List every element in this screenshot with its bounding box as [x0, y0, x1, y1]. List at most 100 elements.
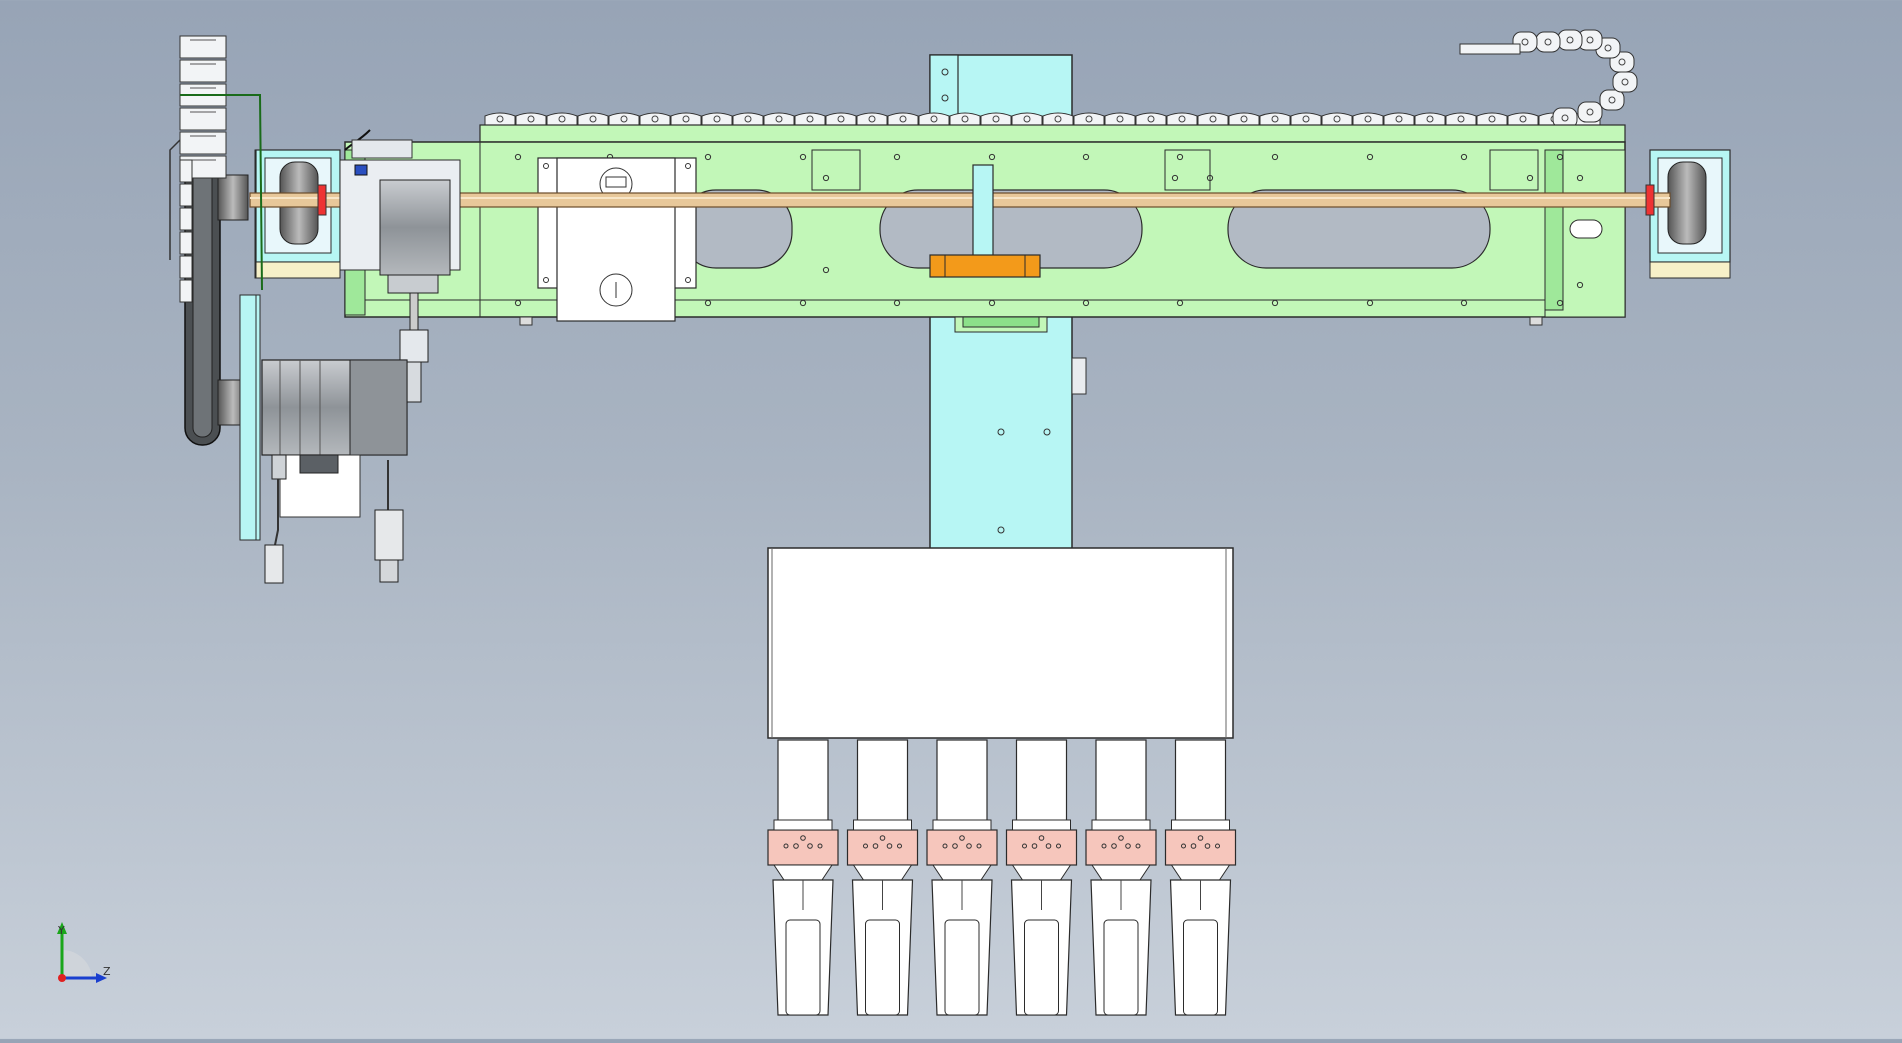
chain-link	[1535, 31, 1561, 53]
chain-link	[1166, 112, 1198, 125]
bolt-hole	[988, 299, 996, 307]
carriage	[929, 164, 1041, 278]
chain-link	[179, 279, 193, 303]
chain-pin	[1333, 115, 1341, 123]
bolt-hole	[822, 174, 830, 182]
chain-pin	[1519, 115, 1527, 123]
chain-link	[918, 112, 950, 125]
suction-nozzle	[926, 739, 998, 1016]
chain-link	[484, 112, 516, 125]
end-block-left	[255, 149, 341, 279]
chain-link	[1577, 101, 1603, 123]
cable-chain-top	[484, 29, 1638, 129]
chain-link	[763, 112, 795, 125]
bolt-hole	[1556, 299, 1564, 307]
chain-pin	[1621, 78, 1629, 86]
chain-link	[179, 131, 227, 155]
bolt-hole	[822, 266, 830, 274]
chain-link	[1197, 112, 1229, 125]
end-block-right	[1649, 149, 1731, 279]
chain-pin	[1544, 38, 1552, 46]
chain-link	[1011, 112, 1043, 125]
bolt-hole	[514, 299, 522, 307]
chain-link	[1476, 112, 1508, 125]
chain-pin	[1023, 115, 1031, 123]
bolt-hole	[1526, 174, 1534, 182]
mount-plate	[537, 157, 697, 322]
chain-bracket	[1459, 43, 1521, 55]
chain-link	[1321, 112, 1353, 125]
nozzle-array	[767, 739, 1237, 1016]
chain-link	[1507, 112, 1539, 125]
chain-link	[949, 112, 981, 125]
chain-pin	[1586, 36, 1594, 44]
z-axis-label: Z	[103, 965, 111, 978]
chain-pin	[1116, 115, 1124, 123]
cable-chain-left	[169, 35, 263, 303]
gear-reducer	[339, 129, 461, 403]
chain-pin	[1054, 115, 1062, 123]
chain-pin	[1178, 115, 1186, 123]
chain-pin	[837, 115, 845, 123]
chain-pin	[1209, 115, 1217, 123]
bolt-hole	[1366, 299, 1374, 307]
chain-link	[179, 59, 227, 83]
cable-guide	[180, 94, 263, 291]
chain-link	[1104, 112, 1136, 125]
chain-pin	[1085, 115, 1093, 123]
bolt-hole	[1556, 153, 1564, 161]
chain-link	[1042, 112, 1074, 125]
coordinate-triad: Y Z	[57, 922, 111, 983]
chain-link	[546, 112, 578, 125]
chain-pin	[1566, 36, 1574, 44]
chain-pin	[1271, 115, 1279, 123]
bolt-hole	[799, 299, 807, 307]
chain-link	[179, 231, 193, 255]
suction-nozzle	[1164, 739, 1237, 1016]
bolt-hole	[1176, 153, 1184, 161]
chain-pin	[992, 115, 1000, 123]
chain-pin	[1457, 115, 1465, 123]
bolt-hole	[704, 153, 712, 161]
bolt-hole	[1460, 153, 1468, 161]
suction-nozzle	[767, 739, 839, 1016]
chain-link	[1259, 112, 1291, 125]
chain-link	[670, 112, 702, 125]
suction-nozzle	[1085, 739, 1157, 1016]
suction-nozzle	[846, 739, 919, 1016]
chain-link	[179, 35, 227, 59]
bolt-hole	[799, 153, 807, 161]
chain-pin	[1395, 115, 1403, 123]
chain-pin	[620, 115, 628, 123]
chain-pin	[1302, 115, 1310, 123]
chain-pin	[589, 115, 597, 123]
chain-link	[1599, 89, 1625, 111]
bolt-hole	[514, 153, 522, 161]
chain-link	[179, 207, 193, 231]
chain-pin	[961, 115, 969, 123]
suction-head-housing	[767, 547, 1234, 739]
drive-shaft	[249, 184, 1671, 216]
bolt-hole	[1206, 174, 1214, 182]
bolt-hole	[1271, 299, 1279, 307]
chain-pin	[930, 115, 938, 123]
chain-pin	[1561, 114, 1569, 122]
chain-pin	[1618, 58, 1626, 66]
chain-link	[515, 112, 547, 125]
chain-pin	[1364, 115, 1372, 123]
suction-nozzle	[1005, 739, 1078, 1016]
motor-plate	[239, 294, 257, 541]
bolt-hole	[988, 153, 996, 161]
servo-motor	[241, 294, 408, 584]
chain-pin	[1240, 115, 1248, 123]
chain-pin	[1521, 38, 1529, 46]
bolt-hole	[1171, 174, 1179, 182]
bolt-hole	[1576, 281, 1584, 289]
chain-pin	[775, 115, 783, 123]
chain-pin	[1488, 115, 1496, 123]
chain-link	[608, 112, 640, 125]
chain-link	[1445, 112, 1477, 125]
chain-pin	[899, 115, 907, 123]
chain-link	[856, 112, 888, 125]
